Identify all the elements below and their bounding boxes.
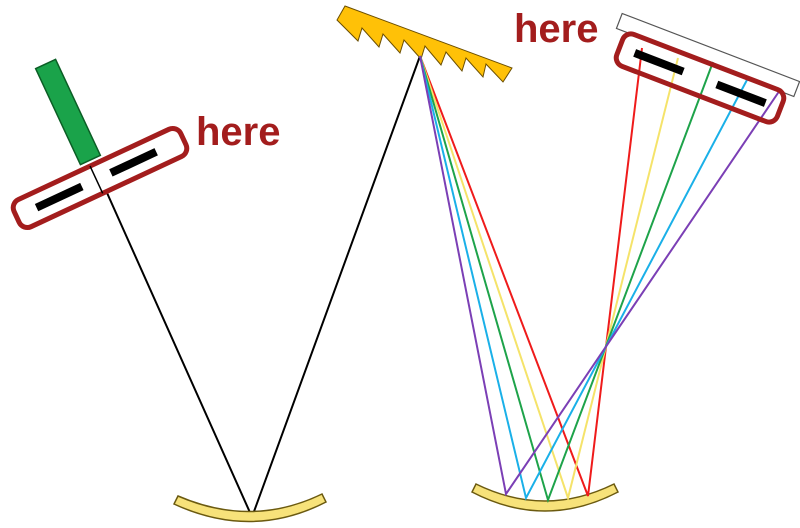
fiber bbox=[34, 58, 102, 166]
fiber-body bbox=[34, 58, 102, 166]
mask-bar-left bbox=[633, 49, 685, 76]
dispersed-rays bbox=[419, 47, 781, 504]
collimating-mirror bbox=[172, 493, 328, 523]
slit-gap-line bbox=[89, 165, 104, 194]
ray-green bbox=[419, 55, 714, 504]
detector-mask-frame bbox=[613, 31, 787, 125]
detector-mask bbox=[613, 31, 787, 125]
ray-violet bbox=[419, 55, 781, 497]
slit-bar-left bbox=[34, 182, 84, 212]
entrance-slit bbox=[10, 125, 190, 231]
diffraction-grating bbox=[336, 5, 513, 83]
label-here-right: here bbox=[514, 7, 599, 51]
ray-yellow bbox=[419, 55, 679, 502]
mask-bar-right bbox=[715, 80, 767, 107]
focusing-mirror bbox=[470, 482, 620, 512]
ray-red bbox=[419, 47, 643, 497]
slit-bar-right bbox=[109, 148, 158, 177]
entrance-slit-frame bbox=[10, 125, 190, 231]
label-here-left: here bbox=[196, 110, 281, 154]
ray-blue bbox=[419, 55, 749, 501]
